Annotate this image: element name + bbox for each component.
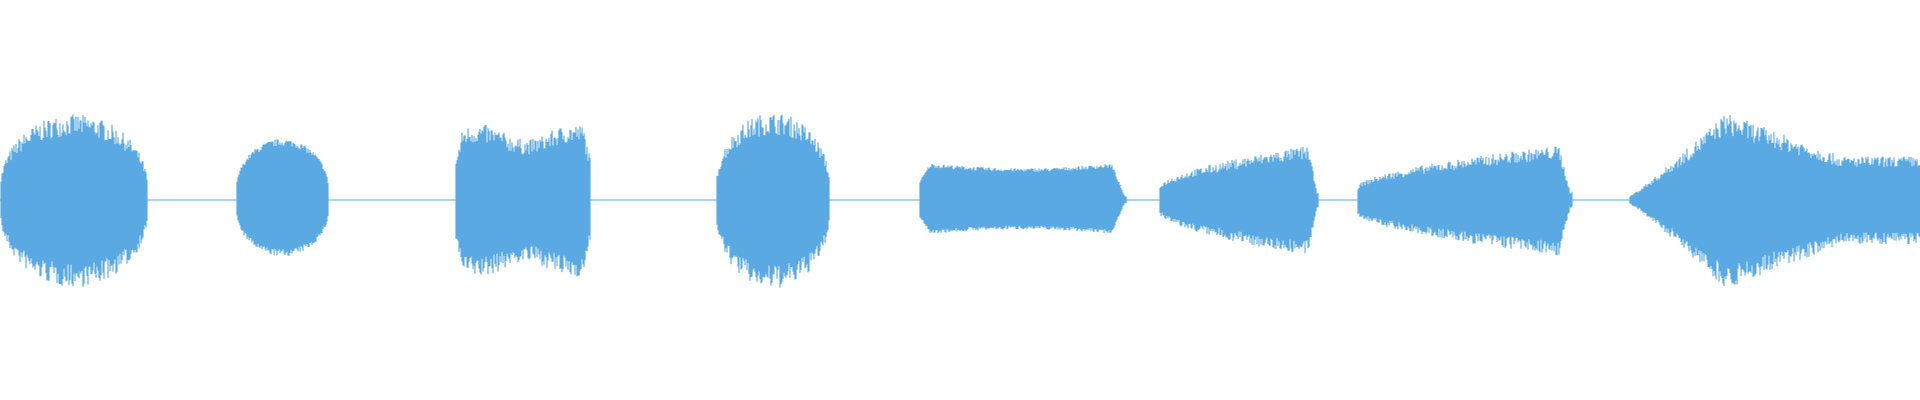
waveform-segment (455, 124, 591, 277)
waveform-segment (1159, 146, 1319, 254)
waveform-segment (1629, 115, 1920, 286)
waveform-segment (0, 114, 148, 287)
waveform-segment (716, 114, 830, 288)
waveform-segment (236, 139, 329, 256)
waveform-segments (0, 114, 1920, 288)
waveform-peaks (1159, 146, 1319, 254)
waveform-peaks (236, 139, 329, 256)
waveform-peaks (455, 124, 591, 277)
waveform-peaks (0, 114, 148, 287)
waveform-peaks (1629, 115, 1920, 286)
waveform-peaks (1357, 146, 1573, 256)
waveform-peaks (919, 163, 1127, 234)
waveform-segment (919, 163, 1127, 234)
waveform-segment (1357, 146, 1573, 256)
waveform-peaks (716, 114, 830, 288)
